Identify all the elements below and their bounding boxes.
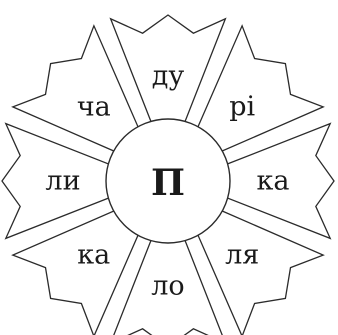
petal-syllable: ка <box>77 240 110 271</box>
petal-syllable: ло <box>151 271 184 302</box>
petal-syllable: ли <box>45 166 80 197</box>
petal-syllable: ка <box>257 166 290 197</box>
petal <box>13 211 138 335</box>
petal <box>198 211 323 335</box>
petal-syllable: ля <box>225 240 259 271</box>
petal-syllable: рі <box>229 91 255 122</box>
petal <box>13 26 138 151</box>
petal-syllable: ча <box>77 91 111 122</box>
petal-syllable: ду <box>152 61 185 92</box>
center-letter: П <box>151 162 185 204</box>
petal <box>198 26 323 151</box>
